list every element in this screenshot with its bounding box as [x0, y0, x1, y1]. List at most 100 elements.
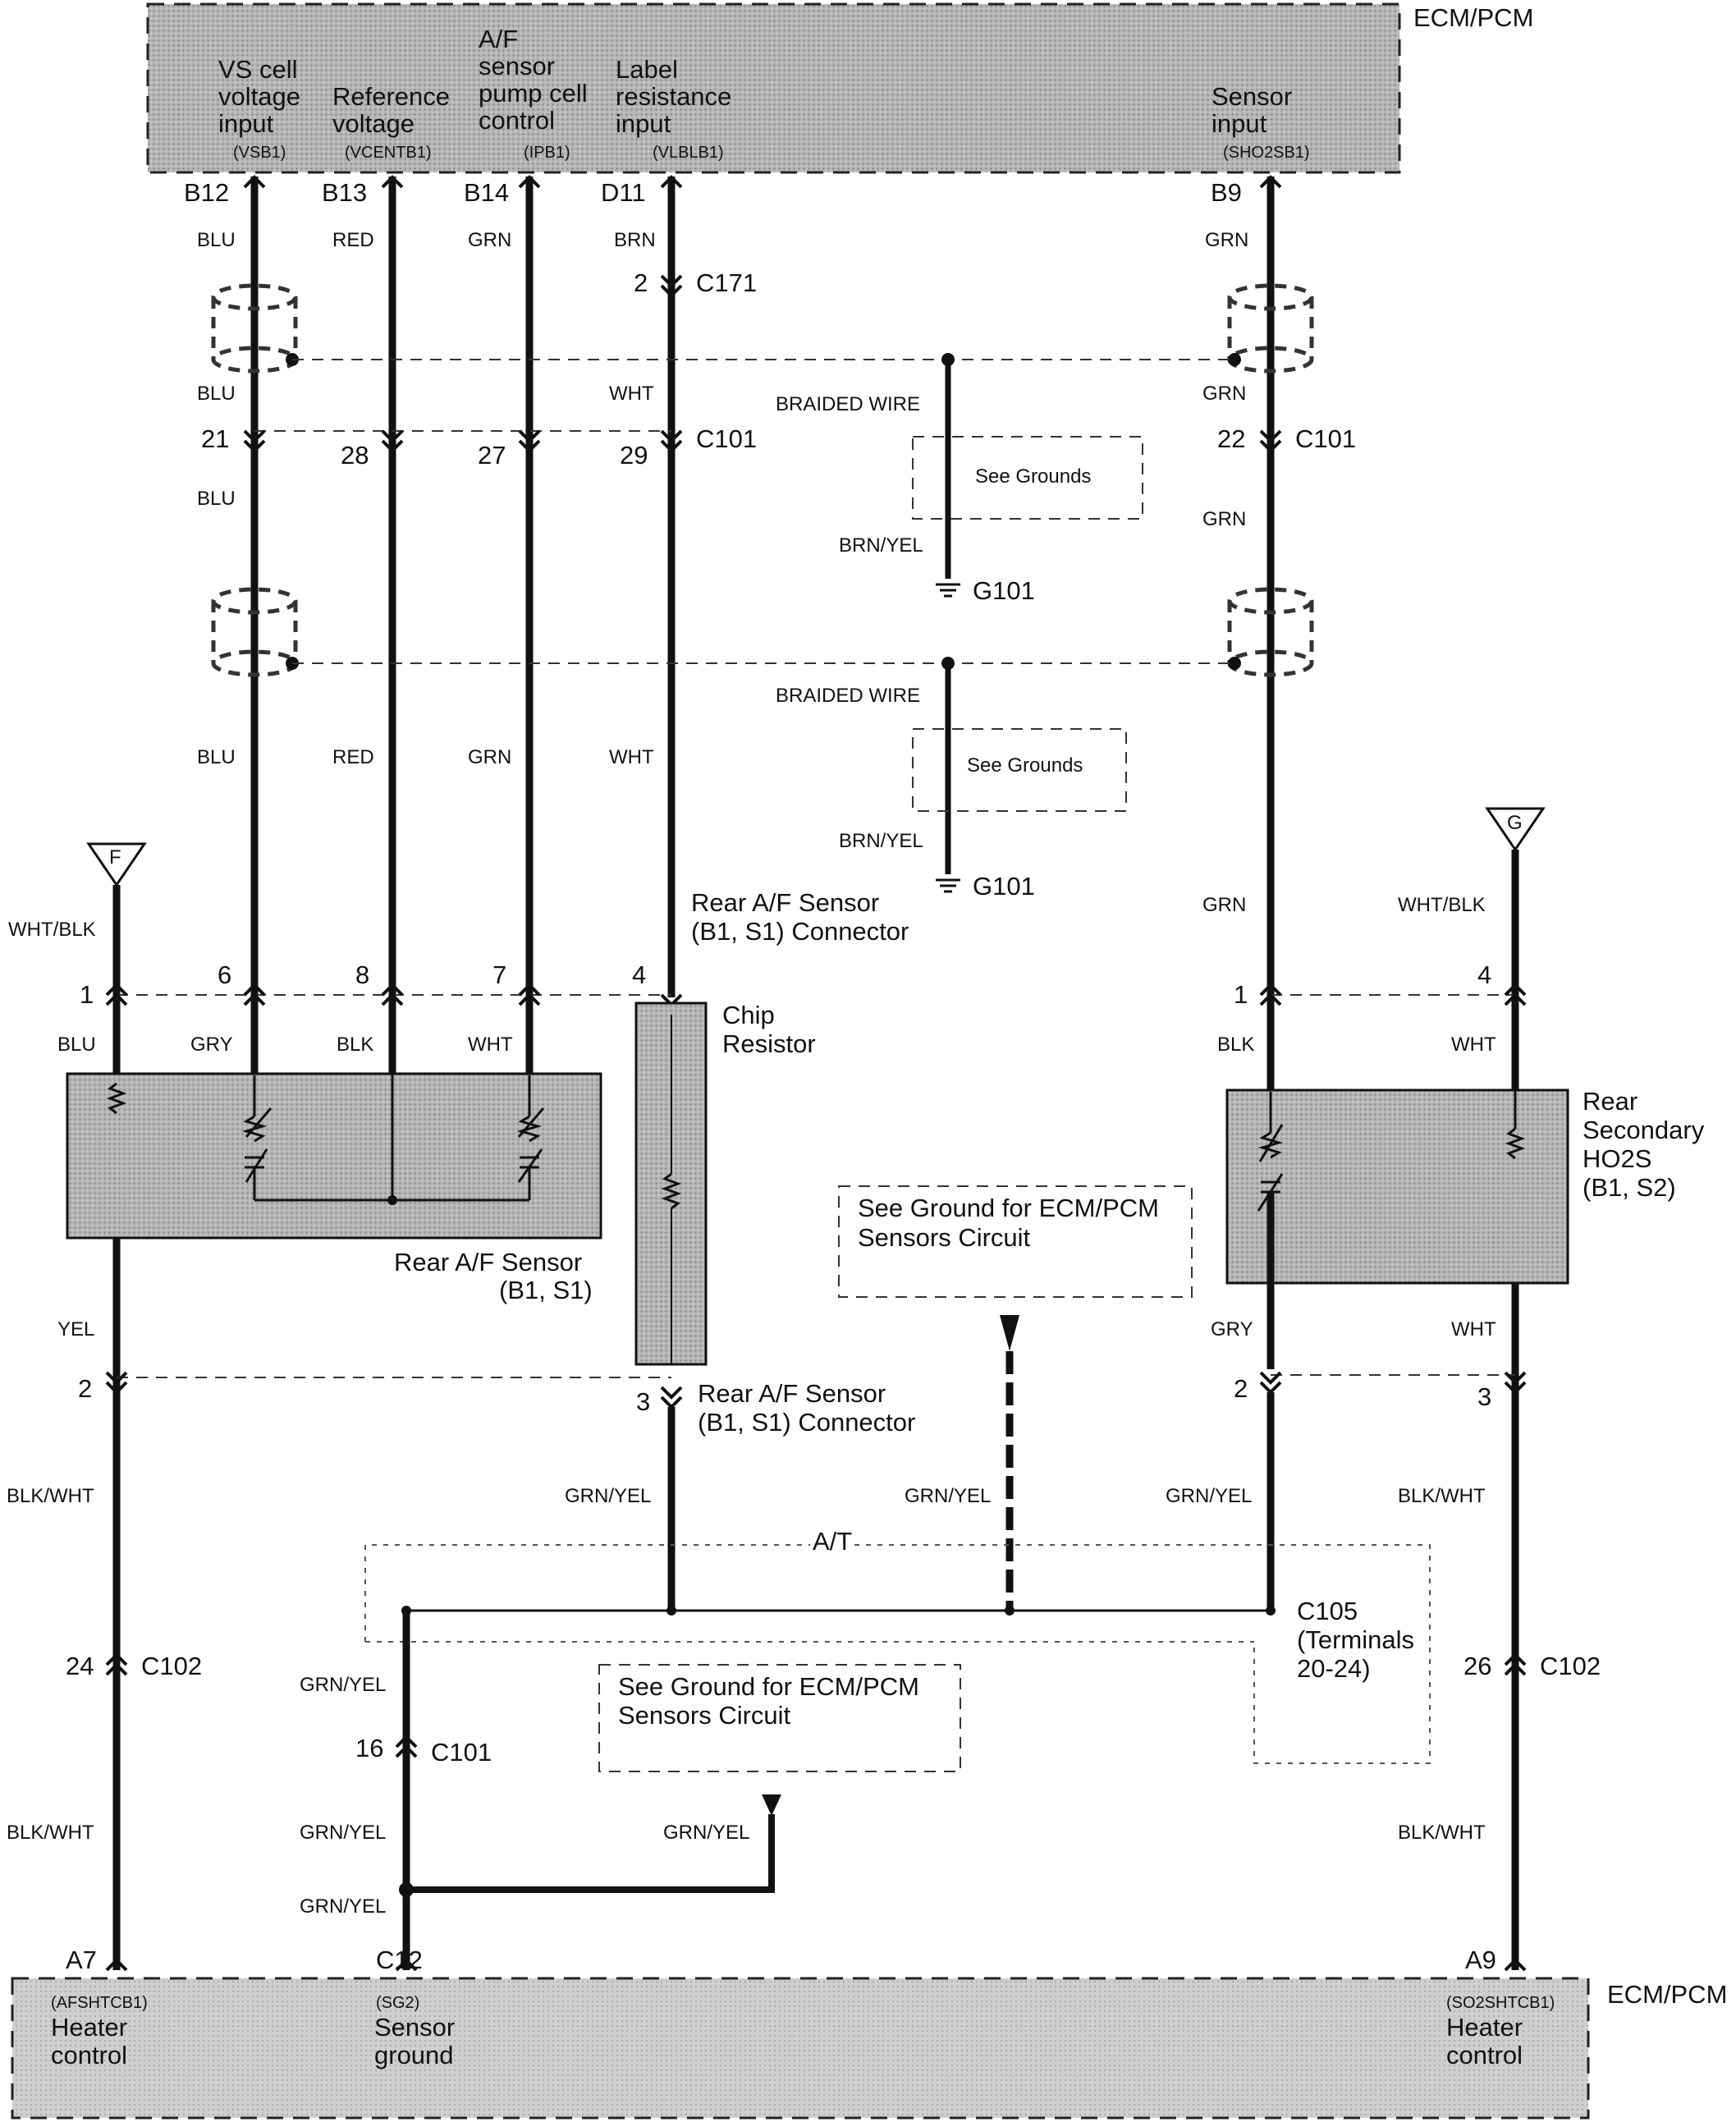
- svg-text:GRN/YEL: GRN/YEL: [663, 1822, 749, 1844]
- svg-text:B12: B12: [184, 178, 229, 207]
- svg-text:21: 21: [201, 424, 229, 453]
- svg-text:GRN: GRN: [468, 229, 511, 251]
- svg-text:20-24): 20-24): [1297, 1654, 1371, 1683]
- svg-text:Rear: Rear: [1583, 1087, 1638, 1116]
- heater-wire-left: BLK/WHT 24 C102 BLK/WHT: [7, 1485, 202, 1844]
- svg-text:(SHO2SB1): (SHO2SB1): [1223, 144, 1310, 162]
- svg-text:Sensors Circuit: Sensors Circuit: [618, 1701, 791, 1730]
- svg-text:YEL: YEL: [57, 1318, 94, 1341]
- svg-text:B9: B9: [1211, 178, 1242, 207]
- svg-text:(IPB1): (IPB1): [524, 144, 570, 162]
- ecm-bottom-title: ECM/PCM: [1607, 1980, 1727, 2009]
- svg-text:GRN: GRN: [1202, 508, 1246, 530]
- ecm-pin-a9: A9 (SO2SHTCB1) Heater control: [1446, 1946, 1555, 2069]
- svg-text:BLK/WHT: BLK/WHT: [7, 1485, 94, 1507]
- svg-text:Sensor: Sensor: [1212, 82, 1292, 111]
- svg-text:Heater: Heater: [51, 2013, 127, 2042]
- svg-text:(Terminals: (Terminals: [1297, 1625, 1414, 1654]
- svg-text:BRN/YEL: BRN/YEL: [839, 830, 923, 852]
- braided-wire-lower: BRAIDED WIRE See Grounds BRN/YEL: [776, 657, 1127, 874]
- braided-wire-upper: BRAIDED WIRE See Grounds BRN/YEL: [776, 353, 1143, 579]
- svg-text:A/T: A/T: [813, 1527, 852, 1556]
- ecm-pin-a7: A7 (AFSHTCB1) Heater control: [51, 1946, 148, 2069]
- svg-text:BLK: BLK: [1217, 1034, 1254, 1056]
- wire-c12-sensor-ground: GRN/YEL 16 C101 GRN/YEL GRN/YEL GRN/YEL: [300, 1611, 781, 1970]
- svg-text:BLK/WHT: BLK/WHT: [1398, 1822, 1486, 1844]
- svg-text:resistance: resistance: [616, 82, 731, 111]
- ground-g101-upper: G101: [936, 576, 1035, 605]
- svg-text:BRAIDED WIRE: BRAIDED WIRE: [776, 393, 920, 415]
- svg-text:GRN/YEL: GRN/YEL: [905, 1485, 991, 1507]
- ecm-pcm-bottom-box: [11, 1977, 1590, 2120]
- svg-text:Sensor: Sensor: [374, 2013, 455, 2042]
- svg-text:Resistor: Resistor: [722, 1029, 816, 1058]
- svg-text:BLU: BLU: [197, 746, 236, 768]
- svg-text:C101: C101: [696, 424, 757, 453]
- ecm-pin-b12: VS cell voltage input (VSB1) B12: [184, 55, 300, 207]
- svg-text:3: 3: [1477, 1382, 1491, 1411]
- svg-text:ground: ground: [374, 2041, 454, 2069]
- rear-secondary-ho2s: Rear Secondary HO2S (B1, S2): [1225, 1087, 1705, 1369]
- svg-text:Rear A/F Sensor: Rear A/F Sensor: [698, 1379, 886, 1408]
- svg-text:RED: RED: [332, 746, 374, 768]
- svg-text:Label: Label: [616, 55, 678, 84]
- connector-c171: 2 C171: [634, 268, 757, 298]
- svg-text:(B1, S1) Connector: (B1, S1) Connector: [691, 917, 909, 946]
- svg-text:Secondary: Secondary: [1583, 1116, 1705, 1144]
- svg-text:GRN: GRN: [1202, 894, 1246, 916]
- svg-text:G101: G101: [973, 872, 1035, 901]
- svg-text:GRN: GRN: [468, 746, 511, 768]
- see-ground-ecm-lower: See Ground for ECM/PCM Sensors Circuit: [598, 1664, 961, 1772]
- svg-text:G: G: [1507, 812, 1523, 834]
- at-ground-region: GRN/YEL GRN/YEL GRN/YEL A/T C105 (Termin…: [364, 1485, 1431, 1764]
- svg-text:2: 2: [634, 268, 648, 297]
- ecm-pin-d11: Label resistance input (VLBLB1) D11: [601, 55, 731, 207]
- svg-text:BRN/YEL: BRN/YEL: [839, 534, 923, 557]
- svg-text:F: F: [109, 846, 121, 869]
- svg-text:16: 16: [355, 1734, 383, 1762]
- svg-text:See Grounds: See Grounds: [967, 754, 1083, 777]
- svg-text:WHT: WHT: [609, 746, 654, 768]
- svg-text:BLK/WHT: BLK/WHT: [7, 1822, 94, 1844]
- svg-text:GRN/YEL: GRN/YEL: [1166, 1485, 1252, 1507]
- svg-text:BLK/WHT: BLK/WHT: [1398, 1485, 1486, 1507]
- svg-text:WHT: WHT: [468, 1034, 513, 1056]
- svg-text:C102: C102: [1540, 1652, 1601, 1680]
- svg-text:GRY: GRY: [190, 1034, 233, 1056]
- svg-text:Rear A/F Sensor: Rear A/F Sensor: [394, 1248, 582, 1276]
- svg-text:3: 3: [636, 1387, 650, 1416]
- connector-ho2s-bottom: GRY WHT 2 3: [1211, 1318, 1527, 1609]
- svg-text:2: 2: [1234, 1374, 1248, 1403]
- svg-text:HO2S: HO2S: [1583, 1144, 1651, 1173]
- svg-text:GRY: GRY: [1211, 1318, 1253, 1341]
- svg-text:7: 7: [492, 960, 506, 989]
- svg-text:Sensors Circuit: Sensors Circuit: [858, 1223, 1031, 1252]
- ground-g101-lower: G101: [936, 872, 1035, 901]
- svg-text:27: 27: [478, 441, 506, 470]
- svg-text:input: input: [218, 109, 274, 138]
- connector-c101-right: 22 C101: [1217, 424, 1356, 453]
- svg-text:28: 28: [341, 441, 369, 470]
- svg-text:GRN: GRN: [1202, 383, 1246, 405]
- svg-text:(AFSHTCB1): (AFSHTCB1): [51, 1994, 148, 2012]
- svg-text:VS cell: VS cell: [218, 55, 297, 84]
- svg-text:4: 4: [632, 960, 646, 989]
- ecm-pin-b9: Sensor input (SHO2SB1) B9: [1211, 82, 1310, 207]
- svg-text:GRN/YEL: GRN/YEL: [565, 1485, 651, 1507]
- svg-text:GRN/YEL: GRN/YEL: [300, 1895, 386, 1918]
- ecm-pin-b14: A/F sensor pump cell control (IPB1) B14: [464, 25, 588, 207]
- svg-text:29: 29: [620, 441, 648, 470]
- svg-text:See Ground for ECM/PCM: See Ground for ECM/PCM: [618, 1672, 919, 1701]
- svg-text:(VLBLB1): (VLBLB1): [653, 144, 724, 162]
- svg-text:Heater: Heater: [1446, 2013, 1523, 2042]
- flag-g: G WHT/BLK: [1398, 807, 1546, 1970]
- svg-text:BRAIDED WIRE: BRAIDED WIRE: [776, 685, 920, 707]
- connector-af-top: 1 6 8 7 4 BLU GRY BLK WHT: [57, 960, 683, 1056]
- svg-text:B13: B13: [322, 178, 367, 207]
- ecm-pin-c12: C12 (SG2) Sensor ground: [374, 1946, 455, 2069]
- svg-text:WHT: WHT: [1451, 1034, 1496, 1056]
- svg-text:sensor: sensor: [479, 52, 555, 80]
- rear-af-sensor: Rear A/F Sensor (B1, S1): [66, 1072, 602, 1304]
- svg-text:Chip: Chip: [722, 1001, 775, 1029]
